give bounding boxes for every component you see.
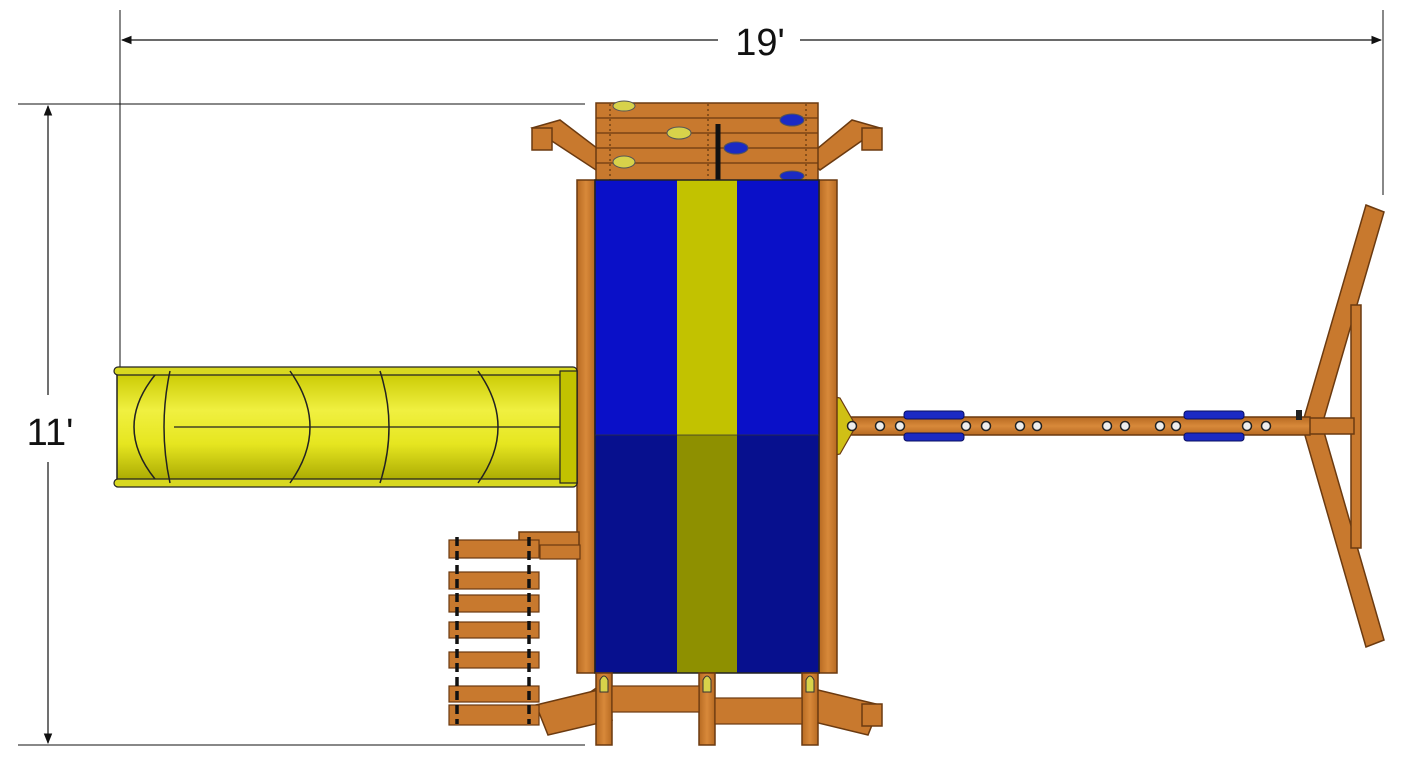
swing-seat-right bbox=[1183, 410, 1245, 442]
tower-frame bbox=[518, 179, 838, 674]
rope-ladder bbox=[448, 537, 540, 726]
climbing-holds bbox=[612, 100, 805, 182]
top-braces bbox=[530, 119, 883, 171]
tube-slide bbox=[113, 366, 578, 488]
bottom-frame bbox=[534, 672, 883, 746]
height-dimension: 11' bbox=[18, 103, 585, 746]
beam-hook bbox=[1296, 410, 1302, 420]
swing-beam bbox=[819, 393, 1311, 461]
striped-canopy-roof bbox=[594, 179, 820, 674]
rock-climbing-wall bbox=[595, 100, 819, 182]
width-dimension: 19' bbox=[119, 10, 1384, 370]
swing-seat-left bbox=[903, 410, 965, 442]
height-label: 11' bbox=[27, 412, 74, 454]
width-label: 19' bbox=[735, 22, 785, 64]
swing-a-frame bbox=[1301, 204, 1385, 648]
